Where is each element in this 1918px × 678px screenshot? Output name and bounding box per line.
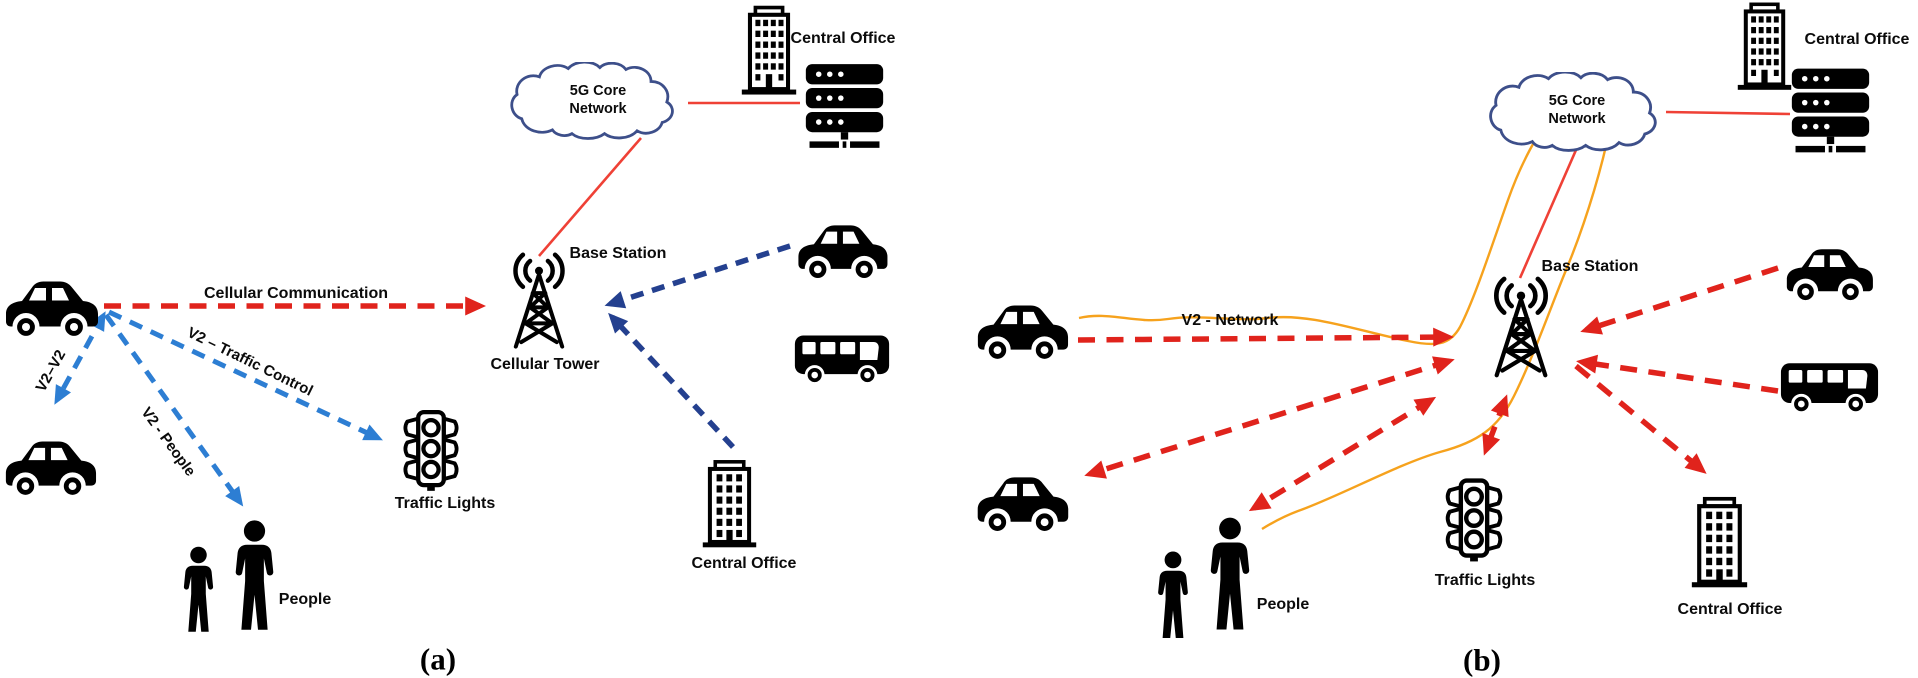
connector-a-v2-traffic-control (107, 309, 383, 441)
car-icon (792, 221, 890, 281)
car-icon (972, 301, 1070, 362)
label-cellular-communication: Cellular Communication (203, 284, 389, 302)
traffic-light-icon (1436, 477, 1512, 564)
figure-b-caption: (b) (1463, 642, 1501, 678)
cloud-label-line1: 5G Core (1548, 92, 1606, 109)
connector-a-v2-v2 (54, 311, 106, 405)
connector-a-office-to-tower (608, 312, 736, 449)
office-building-icon (1736, 0, 1793, 95)
person-child-icon (181, 546, 216, 634)
person-adult-icon (1207, 517, 1253, 632)
cloud-label-line1: 5G Core (569, 82, 627, 99)
label-base-station: Base Station (1541, 257, 1639, 275)
car-icon (0, 277, 100, 339)
label-traffic-lights: Traffic Lights (1434, 571, 1536, 589)
office-building-icon (701, 459, 758, 551)
person-child-icon (1155, 551, 1191, 640)
label-people: People (1256, 595, 1310, 613)
connector-b-cloud-to-tower (1518, 149, 1578, 279)
connector-b-car-right-to-tower (1580, 265, 1779, 335)
person-adult-icon (232, 519, 277, 633)
connector-b-tower-traffic-lights (1482, 394, 1509, 456)
label-traffic-lights: Traffic Lights (394, 494, 496, 512)
cloud-label: 5G Core Network (569, 82, 626, 118)
cell-tower-icon (498, 252, 580, 352)
connector-a-v2-people (103, 313, 244, 507)
cell-tower-icon (1478, 276, 1564, 381)
car-icon (971, 473, 1071, 534)
bus-icon (793, 330, 891, 388)
cloud-label-line2: Network (569, 101, 627, 117)
server-rack-icon (804, 62, 885, 149)
cloud-label: 5G Core Network (1548, 92, 1605, 128)
label-cellular-tower: Cellular Tower (490, 355, 600, 373)
bus-icon (1779, 357, 1880, 418)
label-central-office-bottom: Central Office (1677, 600, 1783, 618)
label-central-office-top: Central Office (1804, 30, 1910, 48)
connector-b-bus-to-tower (1576, 354, 1779, 394)
connector-b-tower-people (1248, 396, 1437, 512)
label-base-station: Base Station (569, 244, 667, 262)
figure-a-caption: (a) (419, 641, 457, 677)
label-central-office-top: Central Office (790, 29, 896, 47)
cloud-label-line2: Network (1548, 111, 1606, 127)
car-icon (1779, 245, 1877, 303)
label-central-office-bottom: Central Office (691, 554, 797, 572)
connector-a-cloud-to-tower (538, 137, 642, 257)
connector-b-v2-network (1077, 327, 1455, 347)
office-building-icon (740, 4, 798, 99)
traffic-light-icon (394, 409, 468, 493)
connector-b-tower-central-office (1574, 363, 1707, 474)
label-people: People (278, 590, 332, 608)
office-building-icon (1690, 495, 1749, 592)
server-rack-icon (1790, 66, 1871, 154)
connector-b-tower-car-bottom-left (1084, 356, 1455, 479)
label-v2-network: V2 - Network (1181, 311, 1279, 329)
car-icon (0, 437, 98, 498)
connector-b-cloud-to-office (1665, 110, 1791, 116)
connector-a-car-to-tower (604, 243, 791, 309)
